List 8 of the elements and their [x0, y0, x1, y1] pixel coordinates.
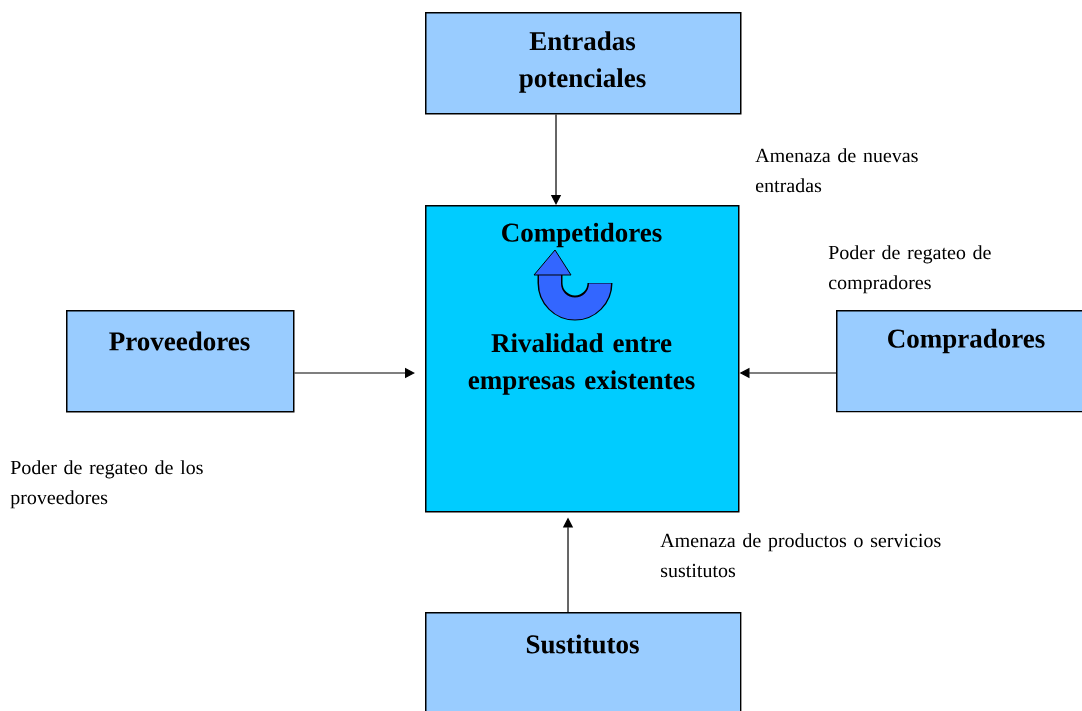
force-box: Compradores [836, 310, 1082, 413]
rivalry-box: Competidores Rivalidad entre empresas existentes [425, 205, 740, 513]
force-label: Amenaza de nuevas entradas [755, 148, 918, 193]
force-box: Sustitutos [425, 612, 742, 711]
force-label: Poder de regateo de los proveedores [10, 460, 203, 509]
force-box: Proveedores [66, 310, 295, 413]
force-box: Entradas potenciales [425, 12, 742, 115]
force-label: Amenaza de productos o servicios sustitutos [660, 533, 941, 578]
